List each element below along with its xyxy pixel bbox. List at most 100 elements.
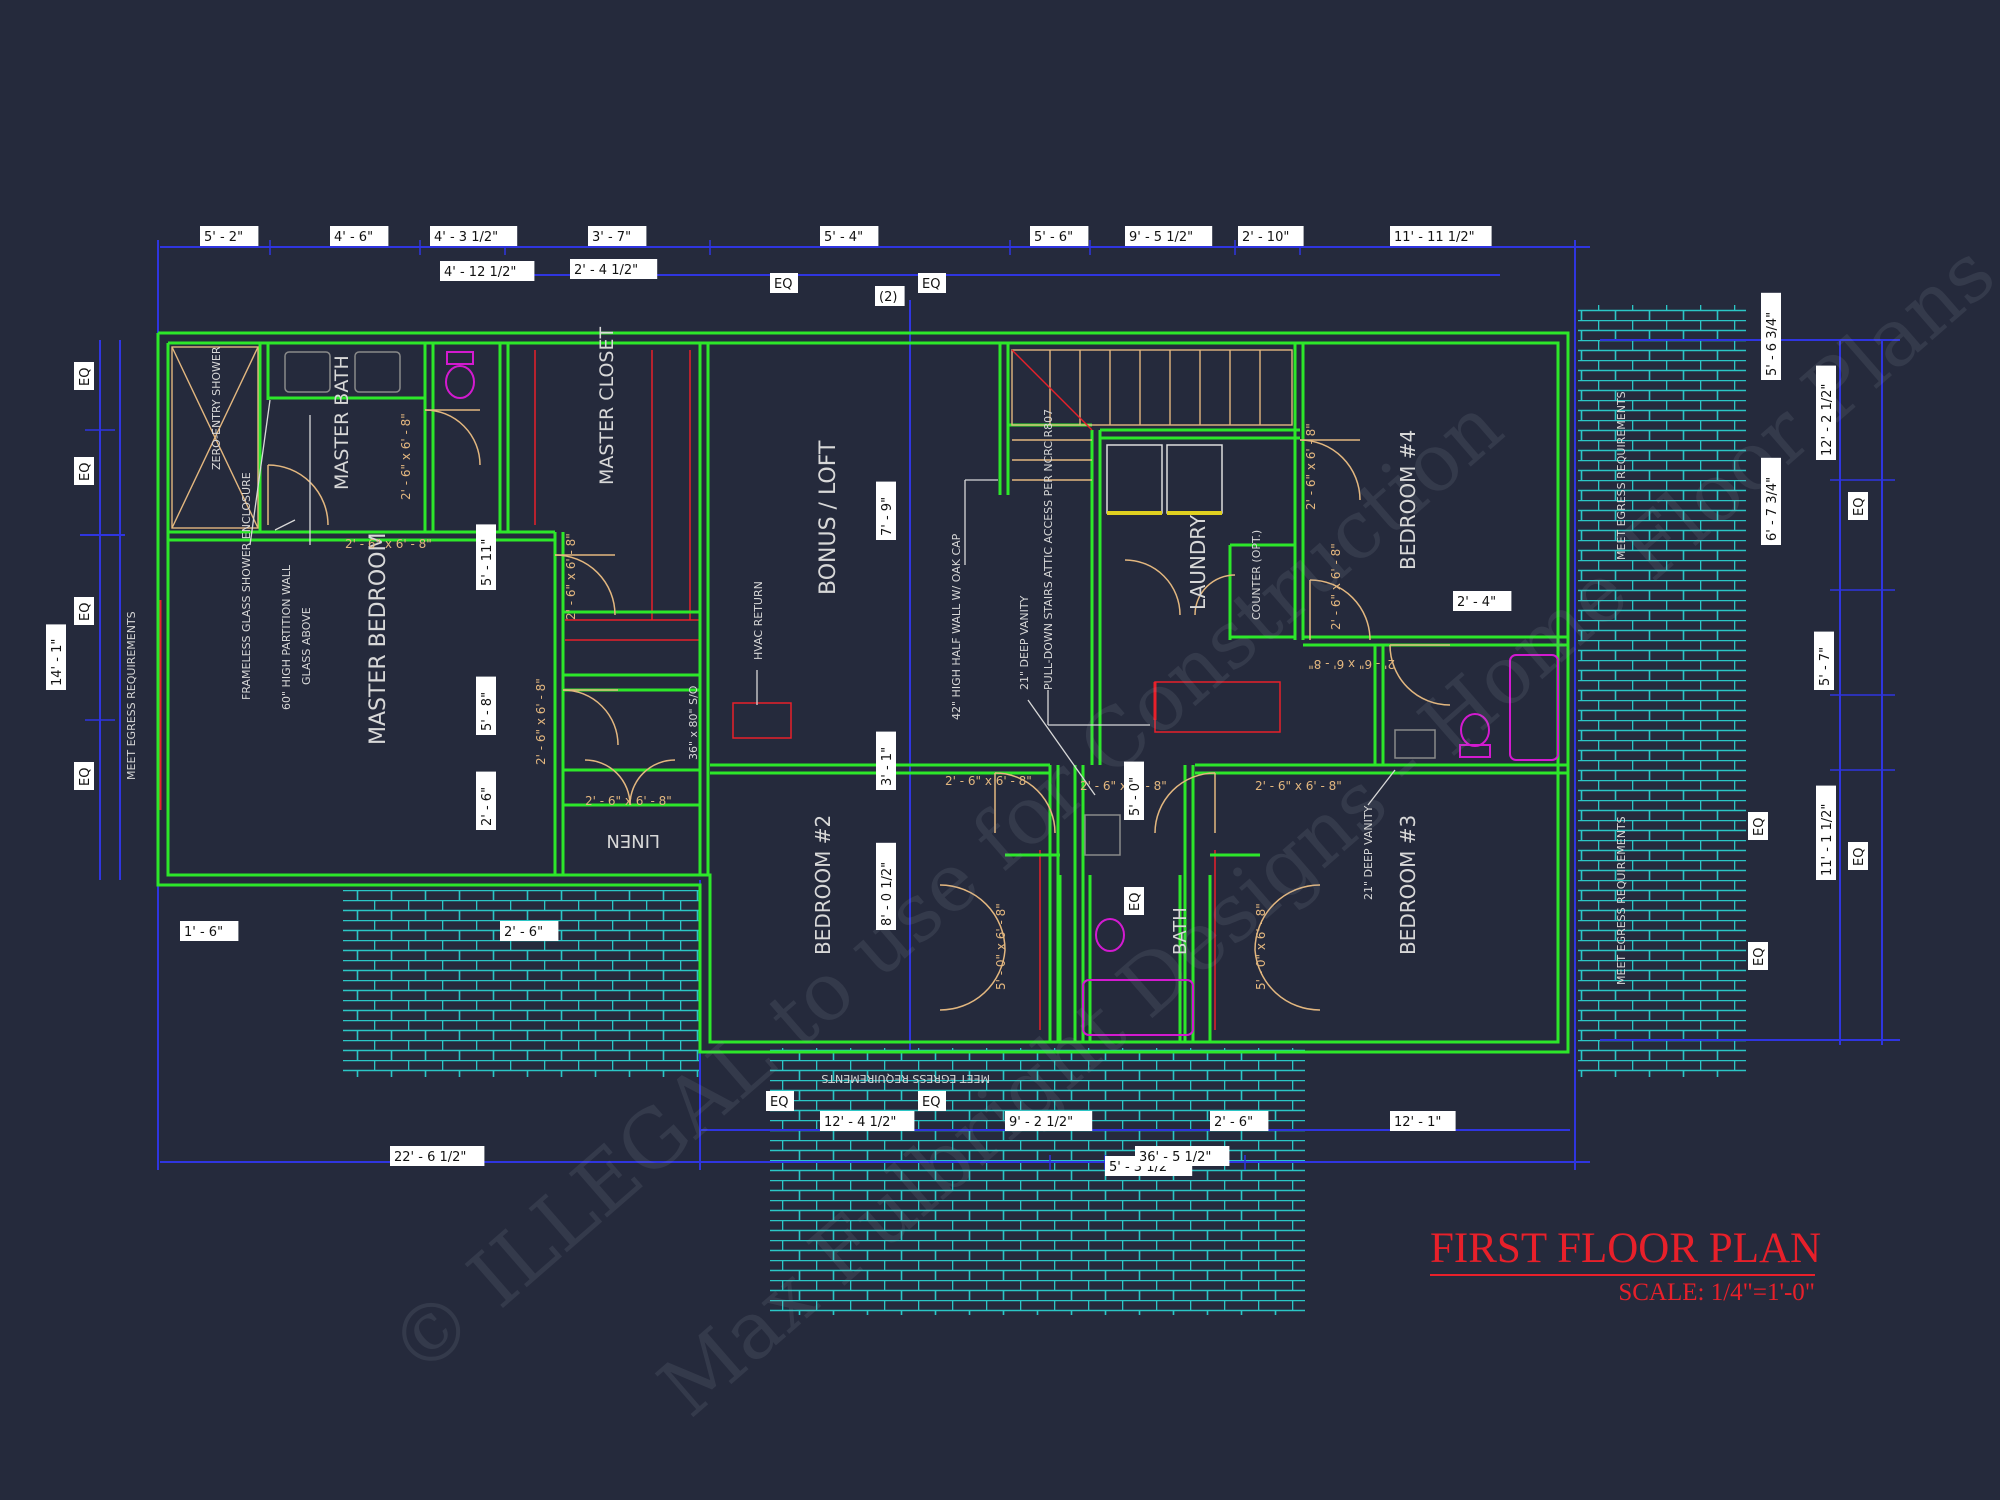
room-label-linen: LINEN: [606, 830, 660, 851]
dimension-label-box: [46, 624, 66, 690]
dimension-label-box: [1030, 226, 1089, 246]
dimension-label-box: [820, 1111, 915, 1131]
dimension-label: 22' - 6 1/2": [390, 1146, 485, 1166]
note-egress-right-top: MEET EGRESS REQUIREMENTS: [1615, 391, 1628, 560]
dimension-label-box: [1761, 292, 1781, 380]
dimension-label: 2' - 6": [1210, 1111, 1269, 1131]
dimension-label-box: [918, 1091, 946, 1111]
dimension-label: 5' - 7": [1814, 631, 1834, 690]
annotation-notes: FRAMELESS GLASS SHOWER ENCLOSURE 60" HIG…: [125, 391, 1628, 1085]
dimension-label: EQ: [74, 597, 94, 625]
dimension-label-box: [476, 676, 496, 735]
dimension-label-text: 5' - 6 3/4": [1765, 312, 1780, 376]
dimension-label-box: [476, 771, 496, 830]
dimension-label: 11' - 1 1/2": [1816, 785, 1836, 880]
dimension-label: EQ: [1848, 842, 1868, 870]
dimension-label-box: [1005, 1111, 1093, 1131]
dimension-label: EQ: [74, 762, 94, 790]
note-door-36x80: 36" x 80" S/O: [687, 685, 700, 760]
room-label-master-closet: MASTER CLOSET: [596, 327, 618, 485]
dimension-label: 11' - 11 1/2": [1390, 226, 1492, 246]
door-tag: 2' - 6" x 6' - 8": [345, 537, 432, 551]
note-egress-bottom: MEET EGRESS REQUIREMENTS: [821, 1072, 990, 1085]
door-tag: 2' - 6" x 6' - 8": [564, 533, 578, 620]
dimension-label-box: [74, 457, 94, 485]
dimension-label-text: 14' - 1": [50, 639, 65, 686]
dimension-label-text: 5' - 8": [480, 692, 495, 731]
room-label-master-bath: MASTER BATH: [331, 355, 353, 490]
dimension-label-box: [476, 524, 496, 590]
dimension-label-box: [918, 273, 946, 293]
dimension-label-text: 3' - 7": [592, 230, 631, 245]
dimension-label: 2' - 4": [1453, 591, 1512, 611]
dimension-label-text: EQ: [78, 768, 93, 786]
dimension-label-text: 3' - 1": [880, 747, 895, 786]
dimension-label-text: 5' - 7": [1818, 647, 1833, 686]
dimension-label: 6' - 7 3/4": [1761, 457, 1781, 545]
dimension-label: 5' - 6 3/4": [1761, 292, 1781, 380]
door-tag: 2' - 6" x 6' - 8": [1080, 779, 1167, 793]
note-glass-above: GLASS ABOVE: [300, 607, 313, 685]
door-tags: 2' - 6" x 6' - 8" 2' - 6" x 6' - 8" 2' -…: [345, 413, 1395, 990]
dimension-label-box: [876, 481, 896, 540]
room-labels: ZERO-ENTRY SHOWER MASTER BATH MASTER CLO…: [210, 327, 1420, 955]
dimension-label-text: EQ: [1852, 848, 1867, 866]
dimension-label-box: [766, 1091, 794, 1111]
front-porch-strip: [770, 1048, 1305, 1118]
door-tag: 5' - 0" x 6' - 8": [1254, 903, 1268, 990]
dimension-label-box: [1761, 457, 1781, 545]
dimension-label: EQ: [1848, 492, 1868, 520]
dimension-label-text: EQ: [78, 603, 93, 621]
dimension-label-box: [1238, 226, 1304, 246]
note-counter-opt: COUNTER (OPT.): [1250, 530, 1263, 620]
dimension-label-box: [875, 286, 905, 306]
dimension-label-text: 2' - 4 1/2": [574, 263, 638, 278]
door-swings: [267, 409, 1451, 1011]
dimension-label: 14' - 1": [46, 624, 66, 690]
dimension-label-text: EQ: [1752, 818, 1767, 836]
door-tag: 2' - 6" x 6' - 8": [399, 413, 413, 500]
fixtures: [284, 351, 1559, 1036]
dimension-label-box: [820, 226, 879, 246]
dimension-label-text: 2' - 4": [1457, 595, 1496, 610]
dimension-label-box: [1816, 365, 1836, 460]
room-label-laundry: LAUNDRY: [1186, 514, 1210, 610]
title-underline: [1430, 1274, 1815, 1276]
left-patio: [343, 890, 699, 1077]
dimension-label: 4' - 12 1/2": [440, 261, 535, 281]
dimension-label-text: 2' - 6": [480, 787, 495, 826]
dimension-label-text: 8' - 0 1/2": [880, 862, 895, 926]
door-tag: 5' - 0" x 6' - 8": [994, 903, 1008, 990]
dimension-label-text: 5' - 2": [204, 230, 243, 245]
note-frameless-glass: FRAMELESS GLASS SHOWER ENCLOSURE: [240, 472, 253, 700]
room-label-zero-entry-shower: ZERO-ENTRY SHOWER: [210, 346, 223, 470]
dimension-label-box: [74, 597, 94, 625]
dimension-label: 3' - 1": [876, 731, 896, 790]
dimension-label-box: [1124, 761, 1144, 820]
dimension-label-box: [570, 259, 658, 279]
dimension-label: 2' - 6": [500, 921, 559, 941]
dimension-label-text: EQ: [774, 277, 792, 292]
door-tag: 2' - 6" x 6' - 8": [1255, 779, 1342, 793]
dimension-label-box: [1390, 1111, 1456, 1131]
dimension-label-text: 4' - 3 1/2": [434, 230, 498, 245]
note-vanity-bed3: 21" DEEP VANITY: [1362, 805, 1375, 900]
door-tag: 2' - 6" x 6' - 8": [945, 774, 1032, 788]
dimension-label: 12' - 4 1/2": [820, 1111, 915, 1131]
note-partition-wall: 60" HIGH PARTITION WALL: [280, 564, 293, 710]
door-tag: 2' - 6" x 6' - 8": [1308, 657, 1395, 671]
note-hvac-return: HVAC RETURN: [752, 581, 765, 660]
dimension-label-text: 11' - 11 1/2": [1394, 230, 1475, 245]
dimension-label: 2' - 6": [476, 771, 496, 830]
dimension-label: 5' - 2": [200, 226, 259, 246]
dimension-label-box: [876, 731, 896, 790]
dimension-label-box: [588, 226, 647, 246]
dimension-label-text: EQ: [1128, 893, 1143, 911]
dimension-label: 8' - 0 1/2": [876, 842, 896, 930]
dimension-label-box: [1848, 842, 1868, 870]
dimension-label-box: [390, 1146, 485, 1166]
dimension-labels: 5' - 2"4' - 6"4' - 3 1/2"3' - 7"5' - 4"2…: [46, 226, 1868, 1176]
leader-lines: [249, 399, 1396, 806]
note-attic-stairs: PULL-DOWN STAIRS ATTIC ACCESS PER NCRC R…: [1042, 409, 1055, 690]
dimension-label: EQ: [74, 362, 94, 390]
